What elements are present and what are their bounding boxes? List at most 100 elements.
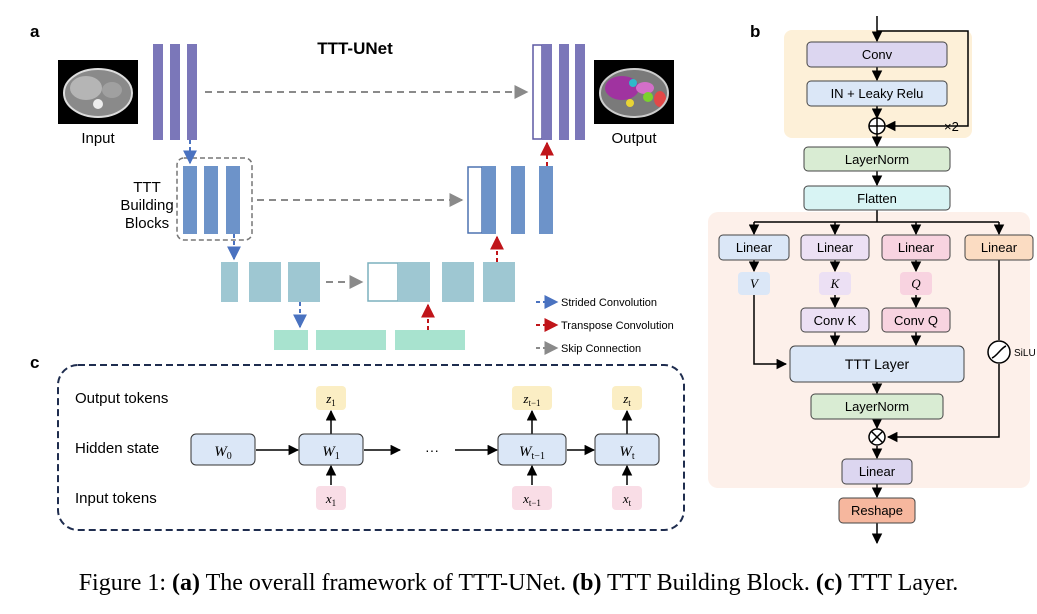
figure-caption: Figure 1: (a) The overall framework of T… <box>0 570 1037 597</box>
hidden-state-w1: W1 <box>298 433 364 466</box>
zt-1-symbol: z <box>522 391 528 406</box>
unet-title: TTT-UNet <box>317 39 393 58</box>
panel-c-arrows <box>256 409 633 485</box>
ttt-blocks-label-1: TTT <box>133 179 161 196</box>
linear-box-q <box>881 234 951 261</box>
input-token-x1: x1 <box>316 486 346 510</box>
x1-symbol: x <box>325 491 332 506</box>
z1-symbol: z <box>325 391 331 406</box>
layernorm-label-1: LayerNorm <box>845 152 909 167</box>
svg-text:W0: W0 <box>214 444 232 462</box>
layernorm-box-1 <box>803 146 951 172</box>
caption-b-marker: (b) <box>572 570 602 596</box>
ttt-layer-box <box>789 345 965 383</box>
w0-subscript: 0 <box>227 451 232 462</box>
input-token-xt: xt <box>612 486 642 510</box>
decoder-level-0 <box>532 44 585 140</box>
hidden-state-wt-1: Wt−1 <box>497 433 567 466</box>
output-segmentation-image <box>594 60 674 124</box>
svg-text:W1: W1 <box>322 444 340 462</box>
row-hidden-state-label: Hidden state <box>75 440 159 457</box>
svg-text:zt−1: zt−1 <box>522 391 540 408</box>
layernorm-label-2: LayerNorm <box>845 399 909 414</box>
wt-subscript: t <box>632 451 635 462</box>
svg-text:Wt−1: Wt−1 <box>519 444 545 462</box>
encoder-level-0 <box>153 44 197 140</box>
caption-prefix: Figure 1: <box>78 570 167 596</box>
panel-a-letter: a <box>30 22 40 41</box>
linear-box-gate <box>964 234 1034 261</box>
conv-k-box <box>800 307 870 333</box>
output-token-z1: z1 <box>316 386 346 410</box>
ttt-blocks-label-2: Building <box>120 197 173 214</box>
decoder-level-1 <box>467 166 553 234</box>
linear-out-box <box>841 458 913 485</box>
output-label: Output <box>611 130 657 147</box>
output-token-zt-1: zt−1 <box>512 386 552 410</box>
conv-q-box <box>881 307 951 333</box>
k-label: K <box>830 276 841 291</box>
output-token-zt: zt <box>612 386 642 410</box>
ttt-blocks-dashed-box <box>176 157 253 241</box>
row-input-tokens-label: Input tokens <box>75 490 157 507</box>
w1-subscript: 1 <box>335 451 340 462</box>
zt-subscript: t <box>628 398 631 408</box>
transpose-conv-arrows <box>421 141 554 330</box>
conv-k-label: Conv K <box>814 313 857 328</box>
hidden-state-wt: Wt <box>594 433 660 466</box>
k-token <box>819 272 851 295</box>
panel-c: c Output tokens Hidden state Input token… <box>30 353 685 531</box>
caption-a-marker: (a) <box>172 570 200 596</box>
linear-label-q: Linear <box>898 240 935 255</box>
wt-1-subscript: t−1 <box>532 451 545 462</box>
linear-box-k <box>800 234 870 261</box>
w1-symbol: W <box>322 444 336 460</box>
panel-b-letter: b <box>750 22 760 41</box>
svg-text:z1: z1 <box>325 391 336 408</box>
caption-b-text: TTT Building Block. <box>601 570 816 596</box>
v-token <box>738 272 770 295</box>
zt-1-subscript: t−1 <box>528 398 540 408</box>
linear-label-v: Linear <box>736 240 773 255</box>
v-label: V <box>750 276 760 291</box>
q-token <box>900 272 932 295</box>
linear-label-k: Linear <box>817 240 854 255</box>
panel-b: b <box>708 16 1036 545</box>
bottleneck-level-3 <box>274 330 465 350</box>
panel-b-flow-lines <box>748 16 1005 545</box>
q-label: Q <box>911 276 921 291</box>
caption-c-marker: (c) <box>815 570 843 596</box>
xt-subscript: t <box>629 498 632 508</box>
xt-1-subscript: t−1 <box>529 498 541 508</box>
ttt-layer-dashed-frame <box>57 364 685 531</box>
z1-subscript: 1 <box>331 398 336 408</box>
svg-text:Wt: Wt <box>619 444 635 462</box>
skip-connections <box>205 85 529 289</box>
repeat-label: ×2 <box>944 119 959 134</box>
encoder-level-1 <box>183 166 240 234</box>
linear-box-v <box>718 234 790 261</box>
legend: Strided Convolution Transpose Convolutio… <box>536 295 674 355</box>
reshape-box <box>838 497 916 524</box>
caption-c-text: TTT Layer. <box>842 570 959 596</box>
encoder-level-2 <box>221 262 320 302</box>
x1-subscript: 1 <box>332 498 337 508</box>
svg-text:xt: xt <box>622 491 632 508</box>
xt-1-symbol: x <box>522 491 529 506</box>
zt-symbol: z <box>622 391 628 406</box>
svg-text:zt: zt <box>622 391 631 408</box>
w0-symbol: W <box>214 444 228 460</box>
svg-text:xt−1: xt−1 <box>522 491 541 508</box>
wt-symbol: W <box>619 444 633 460</box>
in-relu-label: IN + Leaky Relu <box>831 86 924 101</box>
ellipsis: ··· <box>425 442 439 458</box>
layernorm-box-2 <box>810 393 944 420</box>
conv-q-label: Conv Q <box>894 313 938 328</box>
in-relu-box <box>806 80 948 107</box>
hidden-state-w0: W0 <box>190 433 256 466</box>
caption-a-text: The overall framework of TTT-UNet. <box>200 570 573 596</box>
input-token-xt-1: xt−1 <box>512 486 552 510</box>
legend-strided-label: Strided Convolution <box>561 297 657 309</box>
flatten-label: Flatten <box>857 191 897 206</box>
